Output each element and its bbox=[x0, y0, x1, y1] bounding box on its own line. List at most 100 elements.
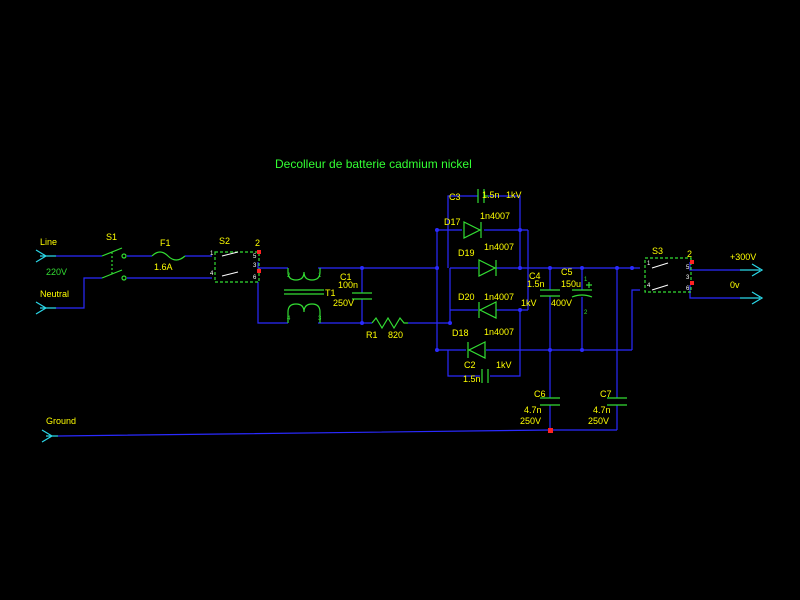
junction-dot bbox=[435, 348, 439, 352]
c6-value: 4.7n bbox=[524, 405, 542, 415]
s3-contacts-icon bbox=[651, 262, 669, 291]
c5-rating: 400V bbox=[551, 298, 572, 308]
f1-value: 1.6A bbox=[154, 262, 173, 272]
junction-dot bbox=[448, 321, 452, 325]
d18-diode-icon bbox=[467, 341, 486, 359]
c2-plates-icon bbox=[481, 369, 489, 383]
wire-c2-right bbox=[490, 310, 521, 377]
capacitor-c6[interactable]: C6 4.7n 250V bbox=[520, 389, 560, 426]
fuse-icon bbox=[151, 251, 186, 261]
wire-c3-right bbox=[488, 195, 521, 268]
out-plus-label: +300V bbox=[730, 252, 756, 262]
capacitor-c3[interactable]: C3 1.5n 1kV bbox=[449, 189, 522, 203]
d20-diode-icon bbox=[478, 301, 497, 319]
ground-label: Ground bbox=[46, 416, 76, 426]
ground-connector-arrow-icon bbox=[41, 429, 58, 443]
wire-negative-rail bbox=[631, 289, 640, 350]
d20-value: 1n4007 bbox=[484, 292, 514, 302]
capacitor-c2[interactable]: C2 1.5n 1kV bbox=[463, 360, 512, 384]
s3-body-icon bbox=[644, 257, 692, 293]
t1-ref: T1 bbox=[325, 288, 336, 298]
d19-value: 1n4007 bbox=[484, 242, 514, 252]
c4-value: 1.5n bbox=[527, 279, 545, 289]
transformer-t1[interactable]: 2 1 4 3 T1 bbox=[284, 268, 336, 323]
t1-pin-4: 4 bbox=[287, 316, 291, 322]
c1-ref: C1 bbox=[340, 272, 352, 282]
t1-pin-1: 1 bbox=[318, 273, 322, 279]
resistor-r1[interactable]: R1 820 bbox=[366, 316, 408, 340]
capacitor-c7[interactable]: C7 4.7n 250V bbox=[588, 389, 627, 426]
c6-rating: 250V bbox=[520, 416, 541, 426]
junctions bbox=[360, 228, 634, 433]
wire-s2-t1-top bbox=[257, 262, 288, 269]
connector-ground[interactable]: Ground bbox=[41, 416, 76, 443]
s2-pin-2: 2 bbox=[255, 238, 260, 248]
s2-pin-4: 4 bbox=[210, 271, 214, 277]
c5-polarity-plus-icon bbox=[586, 282, 592, 288]
wire-s3-out-zero bbox=[689, 285, 740, 299]
connector-out-zero[interactable]: 0v bbox=[730, 280, 764, 305]
c1-value: 100n bbox=[338, 280, 358, 290]
junction-dot bbox=[360, 321, 364, 325]
switch-s3[interactable]: S3 1 4 2 5 3 6 bbox=[644, 246, 694, 293]
c3-ref: C3 bbox=[449, 192, 461, 202]
s3-pin-4: 4 bbox=[647, 283, 651, 289]
capacitor-c1[interactable]: C1 100n 250V bbox=[333, 272, 372, 308]
junction-dot bbox=[548, 266, 552, 270]
out-zero-label: 0v bbox=[730, 280, 740, 290]
ground-pad bbox=[548, 428, 553, 433]
t1-primary-winding-icon bbox=[287, 268, 321, 281]
r1-zigzag-icon bbox=[371, 316, 408, 330]
s2-pin-1: 1 bbox=[210, 251, 214, 257]
junction-dot bbox=[548, 348, 552, 352]
line-voltage-label: 220V bbox=[46, 267, 67, 277]
out-plus-connector-arrow-icon bbox=[740, 263, 764, 277]
diode-d17[interactable]: D17 1n4007 bbox=[444, 211, 510, 239]
s3-pin-5: 5 bbox=[686, 265, 690, 271]
junction-dot bbox=[518, 228, 522, 232]
s3-ref: S3 bbox=[652, 246, 663, 256]
d19-ref: D19 bbox=[458, 248, 475, 258]
junction-dot bbox=[615, 266, 619, 270]
c4-plates-icon bbox=[540, 289, 560, 297]
switch-s2[interactable]: S2 1 4 2 3 5 6 bbox=[210, 236, 261, 283]
c4-ref: C4 bbox=[529, 271, 541, 281]
c6-plates-icon bbox=[540, 397, 560, 406]
s3-pin-1: 1 bbox=[647, 261, 651, 267]
c5-pin-1: 1 bbox=[584, 277, 588, 283]
s1-ref: S1 bbox=[106, 232, 117, 242]
s3-pad bbox=[690, 281, 694, 285]
fuse-f1[interactable]: F1 1.6A bbox=[151, 238, 186, 272]
junction-dot bbox=[630, 266, 634, 270]
junction-dot bbox=[580, 348, 584, 352]
c3-rating: 1kV bbox=[506, 190, 522, 200]
r1-ref: R1 bbox=[366, 330, 378, 340]
switch-s1[interactable]: S1 bbox=[101, 232, 127, 281]
neutral-label: Neutral bbox=[40, 289, 69, 299]
d18-ref: D18 bbox=[452, 328, 469, 338]
connector-line[interactable]: Line 220V bbox=[35, 237, 67, 277]
capacitor-c4[interactable]: C4 1.5n 1kV bbox=[521, 271, 560, 308]
d17-ref: D17 bbox=[444, 217, 461, 227]
f1-ref: F1 bbox=[160, 238, 171, 248]
junction-dot bbox=[580, 266, 584, 270]
diode-d20[interactable]: D20 1n4007 bbox=[458, 292, 514, 319]
r1-value: 820 bbox=[388, 330, 403, 340]
t1-pin-3: 3 bbox=[318, 316, 322, 322]
out-zero-connector-arrow-icon bbox=[740, 291, 764, 305]
s3-pad bbox=[690, 260, 694, 264]
wire-ground bbox=[57, 429, 617, 437]
junction-dot bbox=[518, 266, 522, 270]
c7-ref: C7 bbox=[600, 389, 612, 399]
diode-d19[interactable]: D19 1n4007 bbox=[458, 242, 514, 277]
s1-terminal-icon bbox=[121, 275, 127, 281]
connector-out-plus[interactable]: +300V bbox=[730, 252, 764, 277]
capacitor-c5[interactable]: 1 2 C5 150u 400V bbox=[551, 267, 593, 316]
c7-value: 4.7n bbox=[593, 405, 611, 415]
connector-neutral[interactable]: Neutral bbox=[35, 289, 69, 315]
wires bbox=[56, 195, 740, 437]
c7-plates-icon bbox=[607, 397, 627, 406]
diode-d18[interactable]: D18 1n4007 bbox=[452, 327, 514, 359]
junction-dot bbox=[435, 228, 439, 232]
